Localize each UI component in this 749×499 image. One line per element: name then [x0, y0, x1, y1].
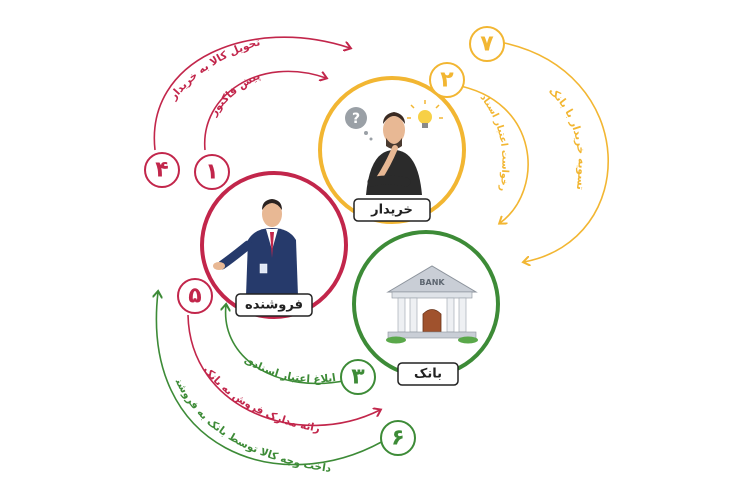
step-badge-1: ۱	[194, 154, 230, 190]
svg-text:۶: ۶	[391, 426, 404, 451]
step-badge-6: ۶	[380, 420, 416, 456]
step-badge-2: ۲	[429, 62, 465, 98]
svg-text:۲: ۲	[440, 68, 454, 93]
svg-text:۱: ۱	[205, 160, 218, 185]
step-3-label: ابلاغ اعتبار اسنادی	[242, 354, 337, 385]
arrow-step-2	[454, 84, 529, 223]
step-badge-3: ۳	[340, 359, 376, 395]
arrow-step-4	[153, 36, 350, 151]
svg-text:?: ?	[352, 111, 360, 127]
bank-sign: BANK	[419, 278, 445, 287]
arrow-step-5	[187, 314, 380, 427]
buyer-person-icon	[366, 112, 422, 195]
seller-person-icon	[213, 199, 298, 296]
bank-building-icon: BANK	[386, 265, 478, 344]
bank-node: BANK بانک	[352, 230, 500, 386]
step-badge-4: ۴	[144, 152, 180, 188]
seller-name-tag	[235, 293, 313, 317]
question-thought-icon: ?	[345, 107, 373, 141]
bank-label: بانک	[414, 367, 442, 382]
svg-text:۵: ۵	[188, 284, 201, 309]
step-4-label: تحویل کالا به خریدار	[167, 36, 262, 103]
bank-name-tag	[397, 362, 459, 386]
step-badge-5: ۵	[177, 278, 213, 314]
lightbulb-icon	[407, 100, 443, 128]
step-badge-7: ۷	[469, 26, 505, 62]
arrow-step-6	[156, 292, 386, 466]
svg-text:۷: ۷	[480, 32, 494, 57]
svg-text:۴: ۴	[155, 158, 168, 183]
arrow-step-1	[204, 70, 326, 151]
seller-node: فروشنده	[200, 171, 348, 319]
buyer-node: ? خریدار	[318, 76, 466, 224]
arrow-step-3	[226, 305, 349, 385]
step-7-label: تسویه خریدار با بانک	[546, 85, 587, 191]
buyer-name-tag	[353, 198, 431, 222]
step-1-label: پیش فاکتور	[207, 70, 262, 119]
svg-text:۳: ۳	[351, 365, 365, 390]
seller-label: فروشنده	[245, 298, 303, 313]
arrow-step-7	[499, 41, 610, 262]
buyer-label: خریدار	[370, 203, 413, 218]
